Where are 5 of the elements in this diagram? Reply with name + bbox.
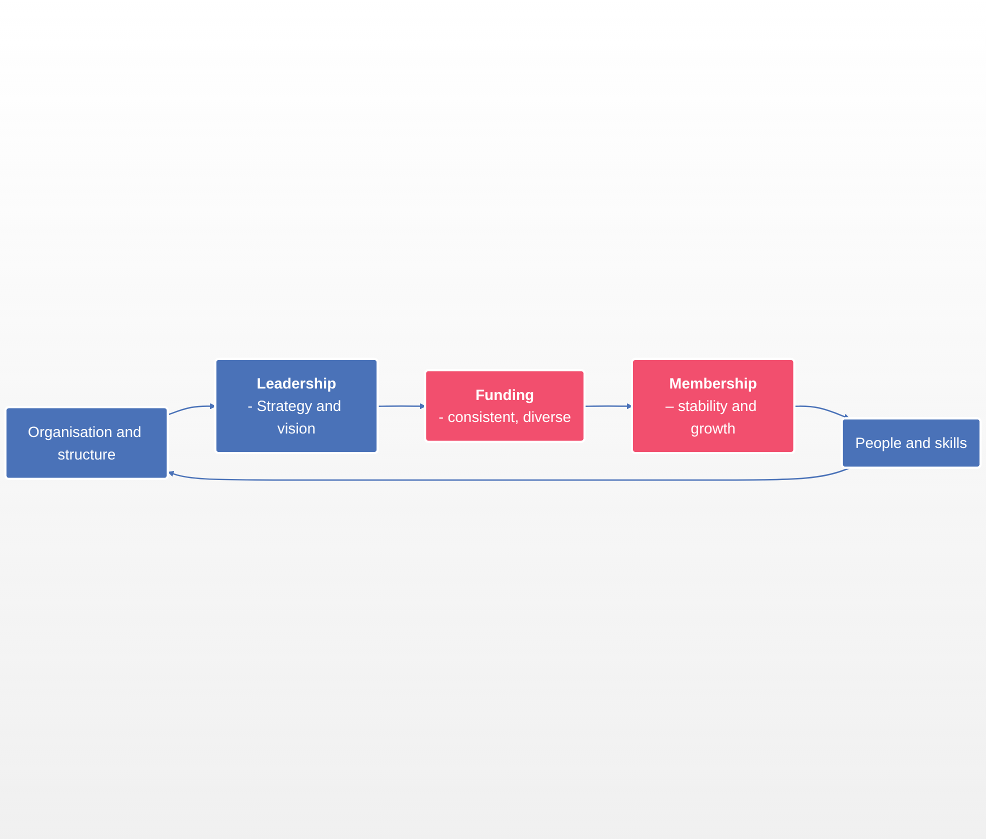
arrow [168, 403, 216, 416]
arrow [378, 403, 426, 410]
arrow [584, 403, 633, 410]
arrow [168, 467, 850, 481]
arrow [794, 406, 850, 420]
